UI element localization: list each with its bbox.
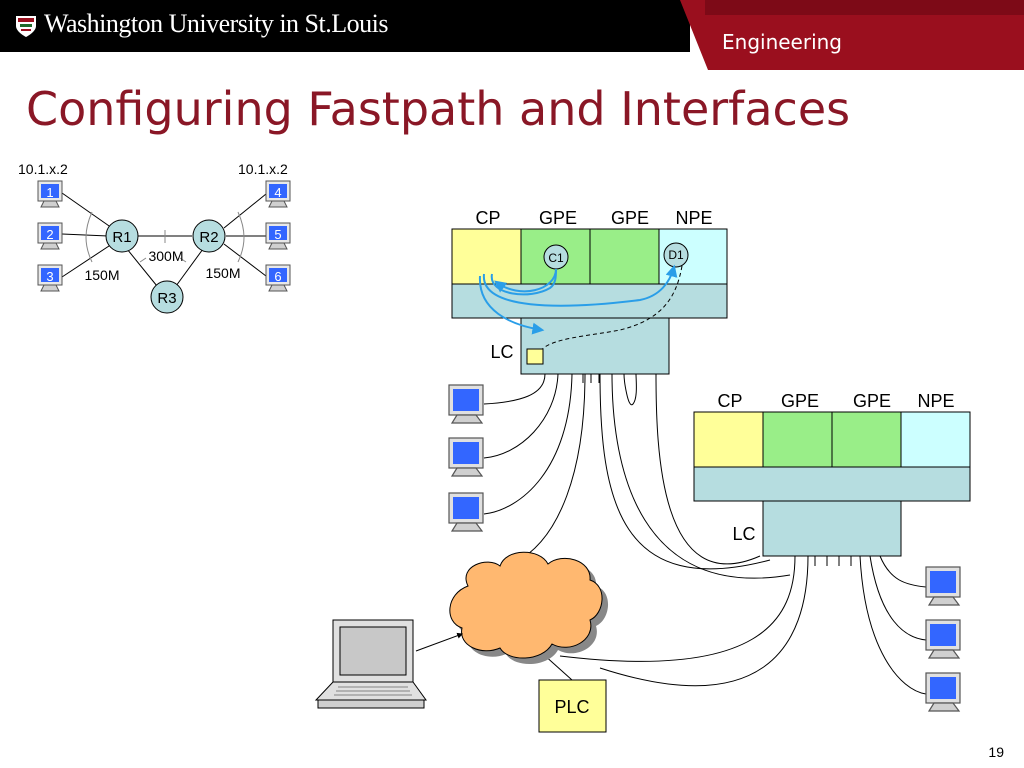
node2-blade-gpe2-label: GPE [853, 391, 891, 411]
laptop-to-cloud-arrow [415, 632, 464, 652]
node2-hosts [925, 566, 961, 712]
host-1-label: 1 [46, 185, 53, 200]
node2-switch [693, 466, 971, 502]
node1-linecard [520, 317, 670, 375]
host-6-label: 6 [274, 269, 281, 284]
left-subnet-label: 10.1.x.2 [18, 161, 68, 177]
node2-gpe1-blade [762, 411, 833, 468]
link-r1-r2-label: 300M [148, 248, 183, 264]
host-4-label: 4 [274, 185, 281, 200]
header-black-band [0, 0, 690, 52]
node2-host-c-icon [925, 672, 961, 712]
node1-hosts [448, 384, 484, 532]
slide-title: Configuring Fastpath and Interfaces [26, 82, 851, 136]
slice-c1: C1 [543, 244, 569, 270]
host-3: 3 [37, 264, 63, 292]
node1-linecard-label: LC [490, 342, 513, 362]
node2-host-a-icon [925, 566, 961, 606]
laptop-icon [314, 619, 427, 709]
node1-host-a-icon [448, 384, 484, 424]
header-bar: Washington University in St.Louis Engine… [0, 0, 1024, 70]
page-number: 19 [988, 744, 1004, 760]
host-4: 4 [265, 180, 291, 208]
node1-port [526, 348, 544, 365]
host-1: 1 [37, 180, 63, 208]
slice-c1-label: C1 [548, 251, 564, 265]
node2-npe-blade [900, 411, 971, 468]
node2-cp-blade [693, 411, 764, 468]
right-subnet-label: 10.1.x.2 [238, 161, 288, 177]
host-3-label: 3 [46, 269, 53, 284]
node1-cp-blade [451, 228, 522, 285]
plc-box: PLC [538, 679, 607, 733]
router-r3: R3 [150, 280, 184, 314]
node1-gpe2-blade [589, 228, 660, 285]
host-2-label: 2 [46, 227, 53, 242]
node-1: CP GPE GPE NPE LC C1 D1 [451, 208, 728, 375]
node2-blade-gpe1-label: GPE [781, 391, 819, 411]
header-red-accent [705, 0, 1024, 15]
node2-gpe2-blade [831, 411, 902, 468]
link-r1-r3-label: 150M [84, 267, 119, 283]
router-r2: R2 [192, 219, 226, 253]
router-r3-label: R3 [157, 290, 176, 307]
node1-host-b-icon [448, 437, 484, 477]
fastpath-arrows [478, 264, 678, 335]
node1-blade-cp-label: CP [475, 208, 500, 228]
host-5-label: 5 [274, 227, 281, 242]
node1-host-c-icon [448, 492, 484, 532]
node2-linecard [762, 500, 902, 557]
node-2: CP GPE GPE NPE LC [693, 391, 971, 557]
node2-blade-cp-label: CP [717, 391, 742, 411]
host-2: 2 [37, 222, 63, 250]
node2-host-b-icon [925, 619, 961, 659]
node1-blade-gpe2-label: GPE [611, 208, 649, 228]
router-r1: R1 [105, 219, 139, 253]
university-name: Washington University in St.Louis [44, 9, 388, 38]
node2-linecard-label: LC [732, 524, 755, 544]
university-crest-icon [16, 16, 36, 37]
node1-blade-npe-label: NPE [675, 208, 712, 228]
department-name: Engineering [722, 30, 842, 54]
network-cables [483, 373, 927, 695]
node1-switch [451, 283, 728, 319]
node2-blade-npe-label: NPE [917, 391, 954, 411]
slice-d1-label: D1 [668, 248, 684, 262]
host-5: 5 [265, 222, 291, 250]
router-r2-label: R2 [199, 229, 218, 246]
host-6: 6 [265, 264, 291, 292]
node1-blade-gpe1-label: GPE [539, 208, 577, 228]
plc-label: PLC [554, 697, 589, 717]
slice-d1: D1 [663, 242, 689, 268]
topology-diagram: 10.1.x.2 10.1.x.2 1 [18, 161, 291, 314]
router-r1-label: R1 [112, 229, 131, 246]
link-r2-r3-label: 150M [205, 265, 240, 281]
internet-cloud-icon [449, 551, 609, 665]
